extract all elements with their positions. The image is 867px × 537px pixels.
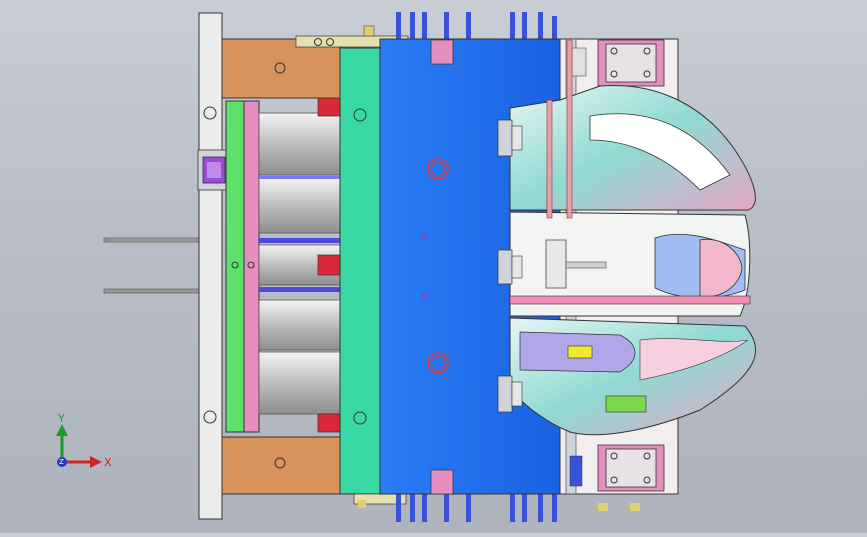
slider-block-top bbox=[597, 39, 665, 87]
support-plate-teal bbox=[339, 47, 381, 495]
coordinate-triad: Y X Z bbox=[48, 412, 120, 482]
orange-block-top bbox=[221, 38, 342, 99]
cavity-ejector-rods bbox=[546, 39, 573, 219]
guide-rods bbox=[103, 237, 201, 294]
orange-block-bottom bbox=[221, 436, 342, 495]
clamp-plate bbox=[198, 12, 223, 520]
support-cylinders bbox=[258, 112, 341, 415]
molded-part-shell bbox=[509, 84, 757, 436]
y-axis-label: Y bbox=[58, 412, 65, 425]
slider-block-bottom bbox=[597, 444, 665, 492]
x-axis-label: X bbox=[104, 456, 112, 469]
triad-axes bbox=[56, 424, 102, 468]
ejector-plate-pink bbox=[243, 100, 260, 433]
ejector-plate-green bbox=[225, 100, 245, 433]
latch-blocks bbox=[497, 119, 523, 413]
z-axis-label: Z bbox=[59, 458, 64, 466]
bottom-pins bbox=[353, 493, 640, 522]
